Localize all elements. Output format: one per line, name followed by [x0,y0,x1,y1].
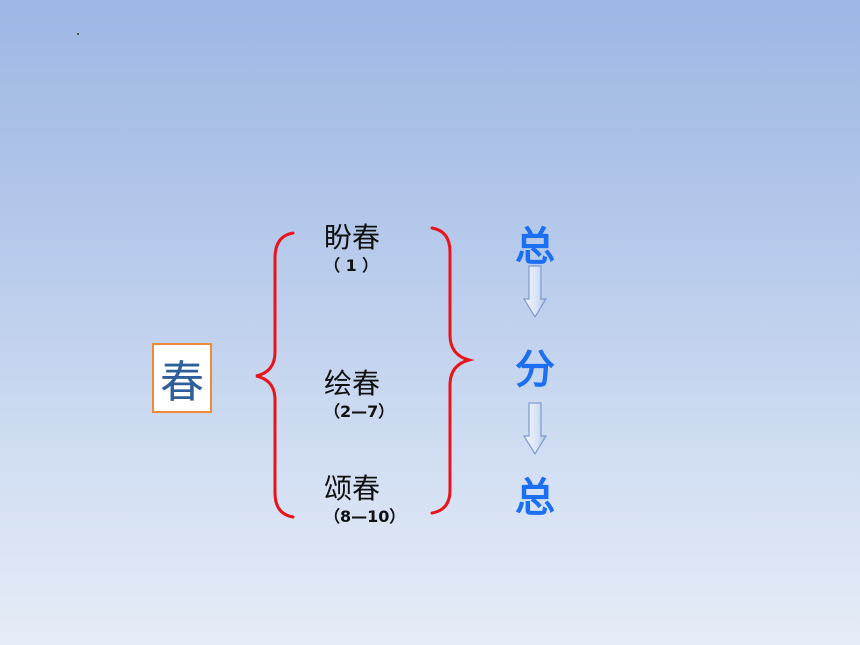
item-name: 盼春 [324,221,381,254]
item-huichun: 绘春 （2—7） [324,368,394,422]
item-range: （8—10） [324,507,406,526]
item-panchun: 盼春 （ 1 ） [324,222,380,276]
flow-label-fen: 分 [515,347,555,393]
item-name: 绘春 [324,367,381,400]
item-songchun: 颂春 （8—10） [324,473,405,527]
flow-label-zong-bottom: 总 [515,475,555,521]
main-character-box: 春 [152,343,212,413]
down-arrow-icon [522,402,548,456]
flow-label-zong-top: 总 [515,224,555,270]
right-brace [430,226,475,515]
item-name: 颂春 [324,472,381,505]
down-arrow-icon [522,265,548,319]
left-brace [255,231,295,519]
decorative-dot [77,33,79,35]
item-range: （ 1 ） [324,256,379,275]
main-character: 春 [160,357,204,408]
item-range: （2—7） [324,402,395,421]
